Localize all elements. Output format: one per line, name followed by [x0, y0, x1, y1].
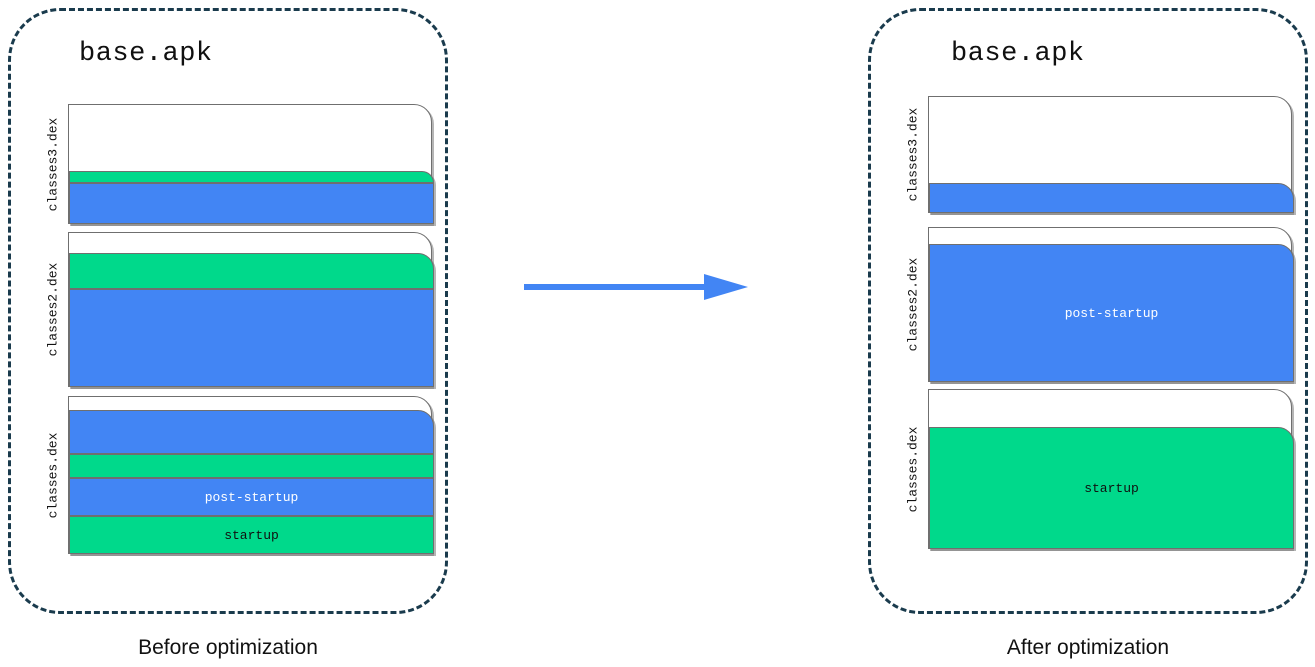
- dex-file-label: classes.dex: [42, 396, 64, 554]
- caption-before: Before optimization: [138, 636, 318, 659]
- apk-title: base.apk: [951, 39, 1085, 69]
- dex-file-label: classes.dex: [902, 389, 924, 549]
- dex-group-classes3-dex: classes3.dex: [902, 96, 1294, 213]
- dex-segment-blue: [929, 183, 1294, 213]
- dex-file-label: classes2.dex: [42, 232, 64, 387]
- dex-file-label-text: classes.dex: [905, 426, 921, 512]
- dex-file-label: classes3.dex: [42, 104, 64, 224]
- dex-file-label: classes3.dex: [902, 96, 924, 213]
- dex-segment-green: [69, 171, 434, 183]
- dex-segment-stack: [68, 232, 434, 387]
- apk-title: base.apk: [79, 39, 213, 69]
- dex-segment-green-startup: startup: [69, 516, 434, 554]
- dex-segment-blue: [69, 410, 434, 454]
- arrow-right-icon: [524, 274, 748, 300]
- dex-segment-green: [69, 253, 434, 289]
- dex-file-label-text: classes2.dex: [905, 257, 921, 352]
- apk-panel-after: base.apk: [868, 8, 1308, 614]
- dex-segment-stack: startup: [928, 389, 1294, 549]
- caption-after: After optimization: [1006, 636, 1170, 659]
- dex-segment-label: post-startup: [204, 489, 299, 505]
- dex-group-classes-dex: classes.dex post-startup startup: [42, 396, 434, 554]
- apk-panel-before: base.apk: [8, 8, 448, 614]
- dex-segment-blue: [69, 289, 434, 387]
- dex-segment-green-startup: startup: [929, 427, 1294, 549]
- dex-segment-stack: post-startup startup: [68, 396, 434, 554]
- dex-segment-blue: [69, 183, 434, 224]
- dex-segment-stack: post-startup: [928, 227, 1294, 382]
- dex-file-label: classes2.dex: [902, 227, 924, 382]
- dex-segment-label: startup: [224, 527, 279, 543]
- dex-segment-blue-post-startup: post-startup: [69, 478, 434, 516]
- dex-segment-blue-post-startup: post-startup: [929, 244, 1294, 382]
- dex-segment-stack: [68, 104, 434, 224]
- dex-file-label-text: classes2.dex: [45, 262, 61, 357]
- dex-group-classes2-dex: classes2.dex: [42, 232, 434, 387]
- dex-group-classes-dex: classes.dex startup: [902, 389, 1294, 549]
- dex-file-label-text: classes3.dex: [45, 117, 61, 211]
- dex-file-label-text: classes.dex: [45, 432, 61, 518]
- dex-file-label-text: classes3.dex: [905, 107, 921, 202]
- dex-segment-stack: [928, 96, 1294, 213]
- dex-group-classes3-dex: classes3.dex: [42, 104, 434, 224]
- dex-segment-green: [69, 454, 434, 478]
- dex-group-classes2-dex: classes2.dex post-startup: [902, 227, 1294, 382]
- dex-segment-label: startup: [1084, 480, 1139, 496]
- dex-segment-label: post-startup: [1064, 305, 1159, 321]
